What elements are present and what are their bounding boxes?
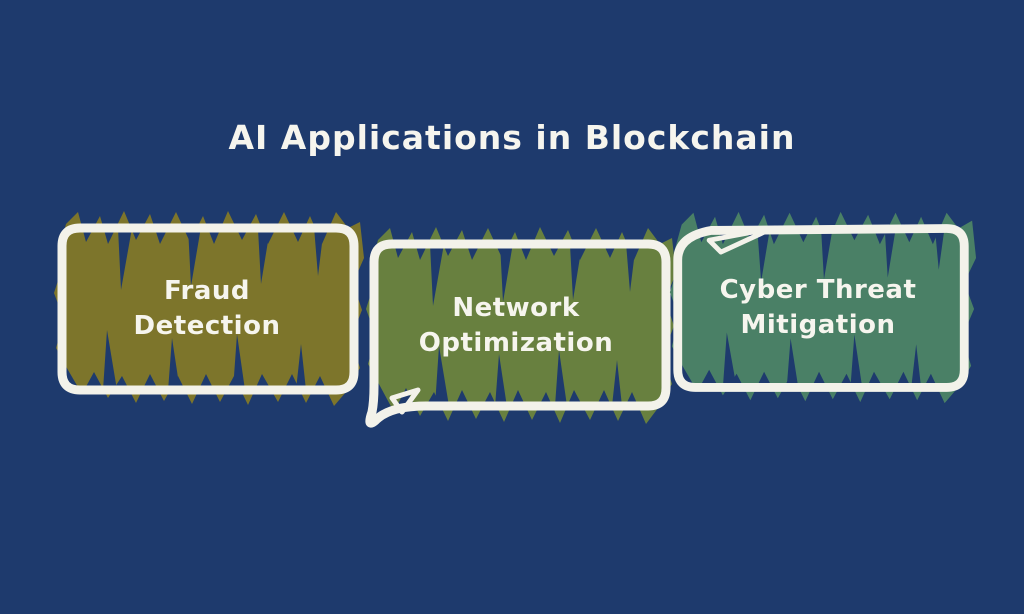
scribble-gaps xyxy=(430,243,636,407)
box-border xyxy=(57,223,359,395)
scribble-gaps xyxy=(722,227,945,389)
box-border xyxy=(365,239,671,428)
cyber-threat-mitigation-shape xyxy=(669,211,977,404)
network-optimization-shape xyxy=(365,227,676,428)
fraud-detection-shape xyxy=(54,211,364,406)
page-curl xyxy=(706,226,775,255)
box-border xyxy=(673,224,969,392)
label-line: Fraud xyxy=(163,276,251,306)
label-line: Mitigation xyxy=(740,310,896,340)
label-line: Detection xyxy=(133,311,281,341)
label-line: Cyber Threat xyxy=(719,275,917,305)
scribble-gaps xyxy=(103,227,324,391)
label-line: Optimization xyxy=(418,328,614,358)
node-fraud-detection xyxy=(48,198,368,418)
cyber-threat-mitigation-label: Cyber Threat Mitigation xyxy=(678,273,958,343)
page-curl xyxy=(389,387,421,415)
node-cyber-threat-mitigation xyxy=(664,199,978,415)
label-line: Network xyxy=(452,293,580,323)
scribble-fill xyxy=(669,211,977,404)
page-title: AI Applications in Blockchain xyxy=(228,118,796,157)
scribble-fill xyxy=(54,211,364,406)
node-network-optimization xyxy=(360,214,680,434)
network-optimization-label: Network Optimization xyxy=(376,291,656,361)
fraud-detection-label: Fraud Detection xyxy=(67,274,347,344)
